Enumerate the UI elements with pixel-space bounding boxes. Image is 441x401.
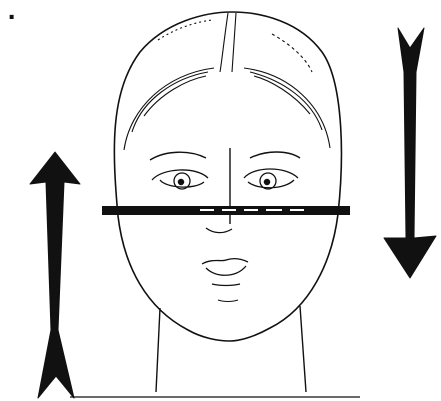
- left-eyebrow: [150, 152, 206, 160]
- hair-lines: [124, 13, 330, 150]
- head-outline: [114, 12, 341, 341]
- neck-left: [156, 308, 160, 392]
- left-eye: [152, 170, 208, 189]
- arrow-up-icon: [30, 152, 80, 398]
- nose: [206, 228, 232, 233]
- chin-line: [218, 300, 238, 302]
- right-eye: [244, 169, 298, 189]
- right-eyebrow: [250, 152, 300, 158]
- neck-right: [300, 306, 306, 392]
- arrow-down-icon: [384, 28, 436, 278]
- mouth: [202, 259, 248, 286]
